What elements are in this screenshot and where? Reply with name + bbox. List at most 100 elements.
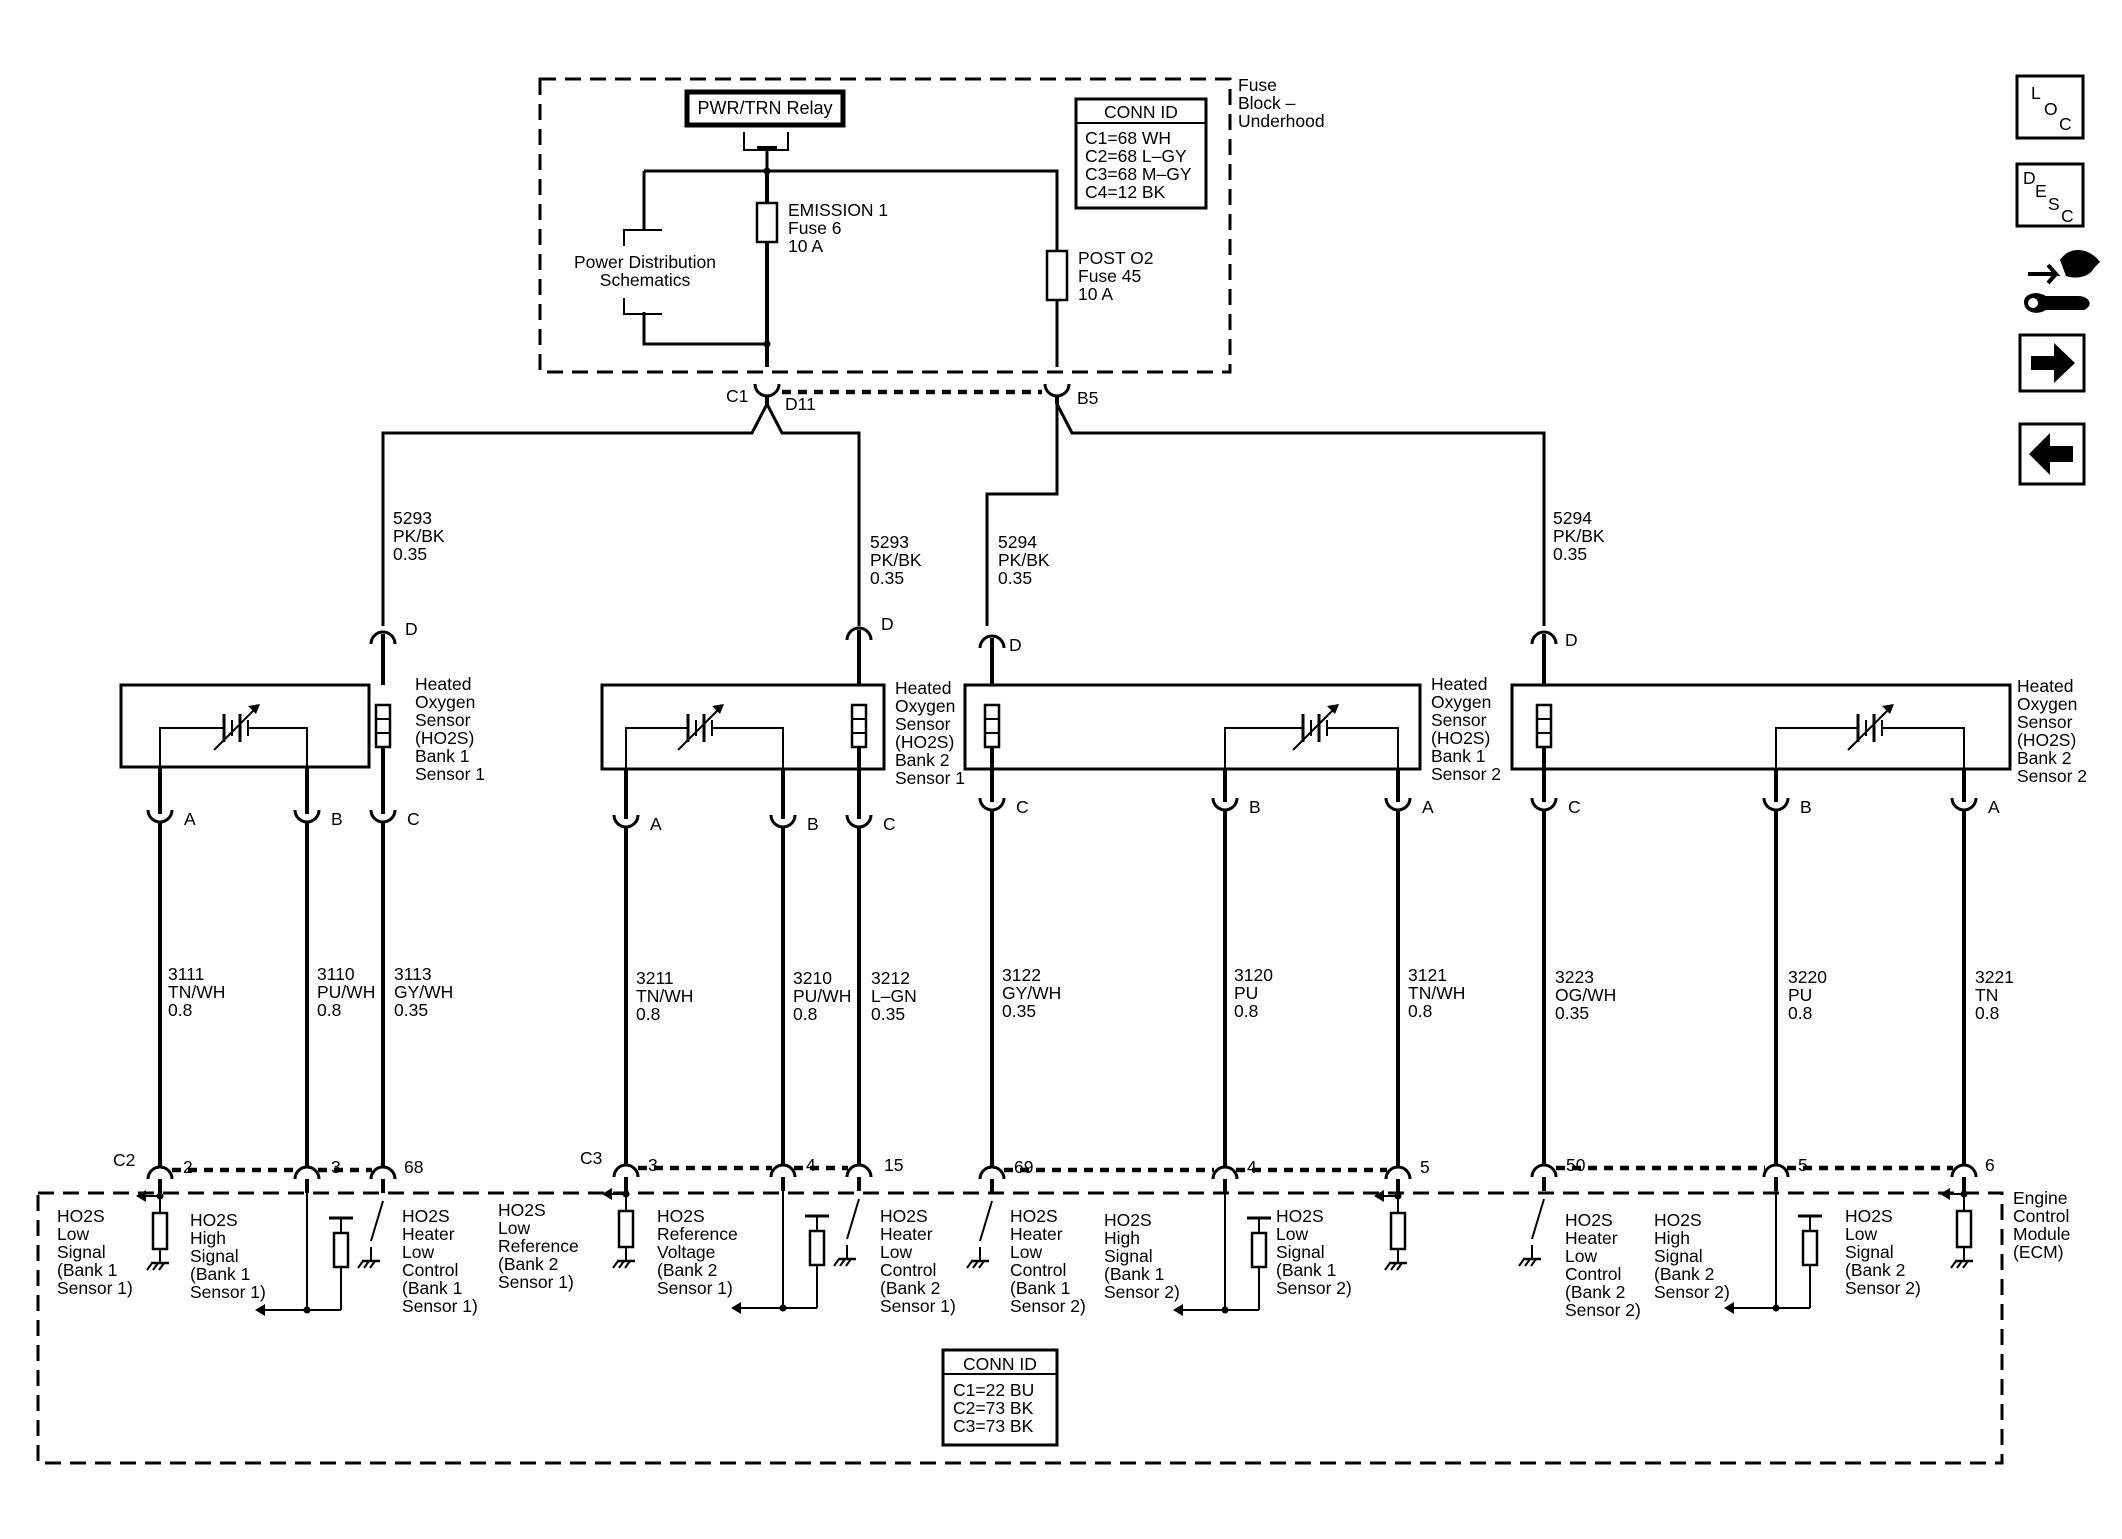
wire-color: TN/WH	[1408, 983, 1465, 1003]
svg-text:C: C	[2061, 206, 2074, 226]
wire-gauge: 0.8	[1975, 1003, 1999, 1023]
heater-element	[374, 703, 392, 749]
wire-color: TN/WH	[168, 982, 225, 1002]
sensor-label: Heated	[895, 678, 951, 698]
wire-gauge: 0.8	[317, 1000, 341, 1020]
supply-wire-1: 5293 PK/BK 0.35 D	[393, 508, 445, 639]
svg-text:EMISSION 1: EMISSION 1	[788, 200, 888, 220]
svg-text:Signal: Signal	[1845, 1242, 1894, 1262]
resistor	[151, 1211, 169, 1251]
svg-text:Reference: Reference	[498, 1236, 579, 1256]
wire-gauge: 0.8	[1788, 1003, 1812, 1023]
svg-text:5293: 5293	[393, 508, 432, 528]
svg-text:10 A: 10 A	[788, 236, 823, 256]
relay-label: PWR/TRN Relay	[697, 98, 832, 118]
svg-text:Schematics: Schematics	[600, 270, 691, 290]
svg-text:Control: Control	[880, 1260, 936, 1280]
svg-text:Low: Low	[57, 1224, 89, 1244]
ecm-pin-label: 2	[183, 1157, 193, 1177]
wire-color: TN/WH	[636, 986, 693, 1006]
emission-1-fuse	[755, 201, 779, 244]
svg-text:(ECM): (ECM)	[2013, 1242, 2064, 1262]
circuit-number: 3120	[1234, 965, 1273, 985]
svg-text:High: High	[1104, 1228, 1140, 1248]
connector-end-view-button[interactable]	[2024, 250, 2100, 313]
terminal	[1530, 630, 1558, 645]
low-side-driver-switch	[846, 1198, 860, 1240]
svg-text:Control: Control	[1565, 1264, 1621, 1284]
loc-button[interactable]: L O C	[2015, 74, 2085, 140]
svg-text:PK/BK: PK/BK	[870, 550, 922, 570]
sensor-pin-label: A	[1988, 797, 2000, 817]
sensor-pin-label: B	[331, 809, 343, 829]
ecm-pin-label: 5	[1798, 1155, 1808, 1175]
sensor-pin-label: B	[1249, 797, 1261, 817]
ecm-circuit-label: HO2S	[402, 1206, 450, 1226]
power-distribution-link[interactable]: Power Distribution	[574, 252, 716, 272]
ecm-pin-label: 5	[1420, 1157, 1430, 1177]
svg-text:Control: Control	[2013, 1206, 2069, 1226]
next-page-button[interactable]	[2018, 333, 2086, 393]
resistor	[808, 1229, 826, 1267]
svg-text:C: C	[2059, 114, 2072, 134]
resistor	[1801, 1229, 1819, 1267]
svg-text:Oxygen: Oxygen	[1431, 692, 1491, 712]
svg-text:Low: Low	[1276, 1224, 1308, 1244]
wire-gauge: 0.35	[1555, 1003, 1589, 1023]
desc-button[interactable]: D E S C	[2015, 162, 2085, 228]
svg-text:CONN ID: CONN ID	[963, 1354, 1037, 1374]
sensor-label: Heated	[415, 674, 471, 694]
supply-wire-2: 5293 PK/BK 0.35 D	[870, 532, 922, 634]
sensor-pin-label: C	[1568, 797, 1581, 817]
svg-text:C1=68 WH: C1=68 WH	[1085, 128, 1171, 148]
svg-text:C1=22 BU: C1=22 BU	[953, 1380, 1034, 1400]
sensor-cell-icon	[1292, 704, 1339, 751]
arrow-left-icon	[2029, 433, 2073, 475]
svg-text:PK/BK: PK/BK	[998, 550, 1050, 570]
resistor	[1250, 1231, 1268, 1269]
sensor-pin-label: A	[1422, 797, 1434, 817]
svg-text:Signal: Signal	[190, 1246, 239, 1266]
supply-wire-4: 5294 PK/BK 0.35 D	[1553, 508, 1605, 650]
terminal	[769, 1163, 797, 1178]
previous-page-button[interactable]	[2018, 422, 2086, 486]
svg-text:(Bank 1: (Bank 1	[57, 1260, 117, 1280]
sensor-label: Heated	[1431, 674, 1487, 694]
sensor-body	[963, 683, 1422, 771]
svg-text:Low: Low	[1010, 1242, 1042, 1262]
circuit-number: 3121	[1408, 965, 1447, 985]
svg-text:D11: D11	[785, 394, 816, 414]
svg-text:Heater: Heater	[1565, 1228, 1618, 1248]
svg-text:S: S	[2048, 194, 2060, 214]
svg-text:Bank 2: Bank 2	[895, 750, 949, 770]
svg-text:Sensor 2: Sensor 2	[1431, 764, 1501, 784]
svg-text:Module: Module	[2013, 1224, 2070, 1244]
svg-text:Sensor 2): Sensor 2)	[1845, 1278, 1921, 1298]
svg-text:B5: B5	[1077, 388, 1098, 408]
wire-gauge: 0.8	[1408, 1001, 1432, 1021]
svg-text:Sensor 2): Sensor 2)	[1654, 1282, 1730, 1302]
fuse-block-conn-id: CONN ID C1=68 WH C2=68 L–GY C3=68 M–GY C…	[1074, 97, 1208, 210]
svg-text:Signal: Signal	[57, 1242, 106, 1262]
circuit-number: 3221	[1975, 967, 2014, 987]
wire-color: OG/WH	[1555, 985, 1616, 1005]
svg-text:Bank 1: Bank 1	[415, 746, 469, 766]
sensor-cell-icon	[677, 704, 724, 751]
svg-text:Sensor 1): Sensor 1)	[657, 1278, 733, 1298]
svg-text:Sensor: Sensor	[415, 710, 471, 730]
ecm-circuit-label: HO2S	[1845, 1206, 1893, 1226]
wire-gauge: 0.8	[1234, 1001, 1258, 1021]
svg-text:(Bank 1: (Bank 1	[1104, 1264, 1164, 1284]
sensor-body	[119, 683, 371, 769]
svg-text:0.35: 0.35	[393, 544, 427, 564]
svg-text:(HO2S): (HO2S)	[895, 732, 954, 752]
circuit-number: 3211	[636, 968, 674, 988]
